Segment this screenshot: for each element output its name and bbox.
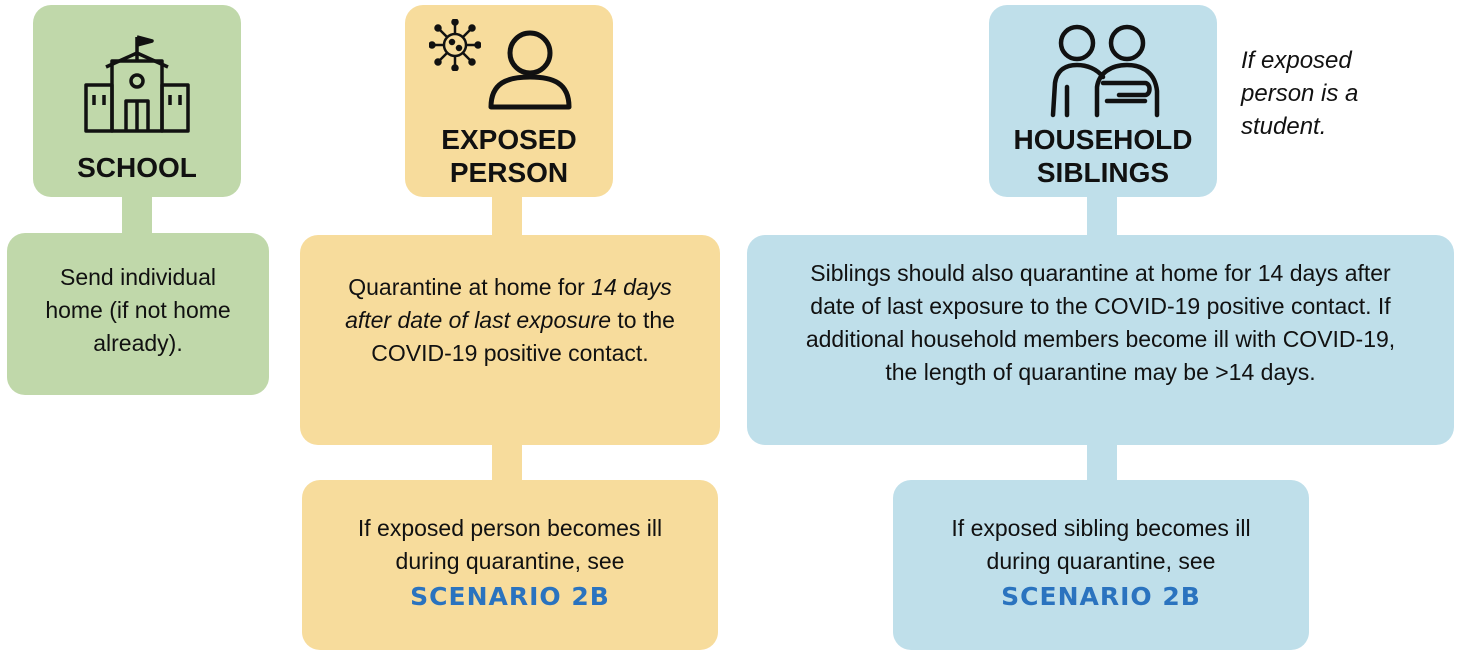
school-connector [122,195,152,235]
virus-icon [429,19,481,71]
school-building-icon [84,35,190,133]
siblings-title-line1: HOUSEHOLD [1013,124,1193,155]
exposed-header: EXPOSED PERSON [405,5,613,197]
school-action-text: Send individual home (if not home alread… [45,264,231,356]
exposed-title-line2: PERSON [449,157,569,188]
exposed-action-text: Quarantine at home for 14 days after dat… [300,271,720,370]
family-icon [1050,24,1160,118]
exposed-followup-label: If exposed person becomes ill during qua… [357,515,663,574]
exposed-scenario-link[interactable]: SCENARIO 2B [410,582,610,611]
siblings-action-text: Siblings should also quarantine at home … [805,260,1396,385]
person-icon [488,30,572,110]
exposed-action-emphasis: 14 days after date of last exposure [345,274,672,333]
siblings-header: HOUSEHOLD SIBLINGS [989,5,1217,197]
siblings-followup-box: If exposed sibling becomes ill during qu… [893,480,1309,650]
exposed-action-part2: to the COVID-19 positive contact. [371,307,675,366]
siblings-condition-note: If exposed person is a student. [1241,47,1359,140]
siblings-connector-top [1087,195,1117,237]
exposed-followup-box: If exposed person becomes ill during qua… [302,480,718,650]
exposed-followup-text: If exposed person becomes ill during qua… [302,512,718,613]
siblings-connector-bottom [1087,443,1117,483]
school-title: SCHOOL [77,152,197,183]
exposed-connector-top [492,195,522,237]
siblings-action-box: Siblings should also quarantine at home … [747,235,1454,445]
school-action-box: Send individual home (if not home alread… [7,233,269,395]
exposed-action-box: Quarantine at home for 14 days after dat… [300,235,720,445]
exposed-connector-bottom [492,443,522,483]
siblings-scenario-link[interactable]: SCENARIO 2B [1001,582,1201,611]
exposed-title-line1: EXPOSED [441,124,577,155]
siblings-title-line2: SIBLINGS [1036,157,1170,188]
siblings-followup-text: If exposed sibling becomes ill during qu… [893,512,1309,613]
siblings-followup-label: If exposed sibling becomes ill during qu… [951,515,1251,574]
school-header: SCHOOL [33,5,241,197]
exposed-action-part1: Quarantine at home for [348,274,592,300]
